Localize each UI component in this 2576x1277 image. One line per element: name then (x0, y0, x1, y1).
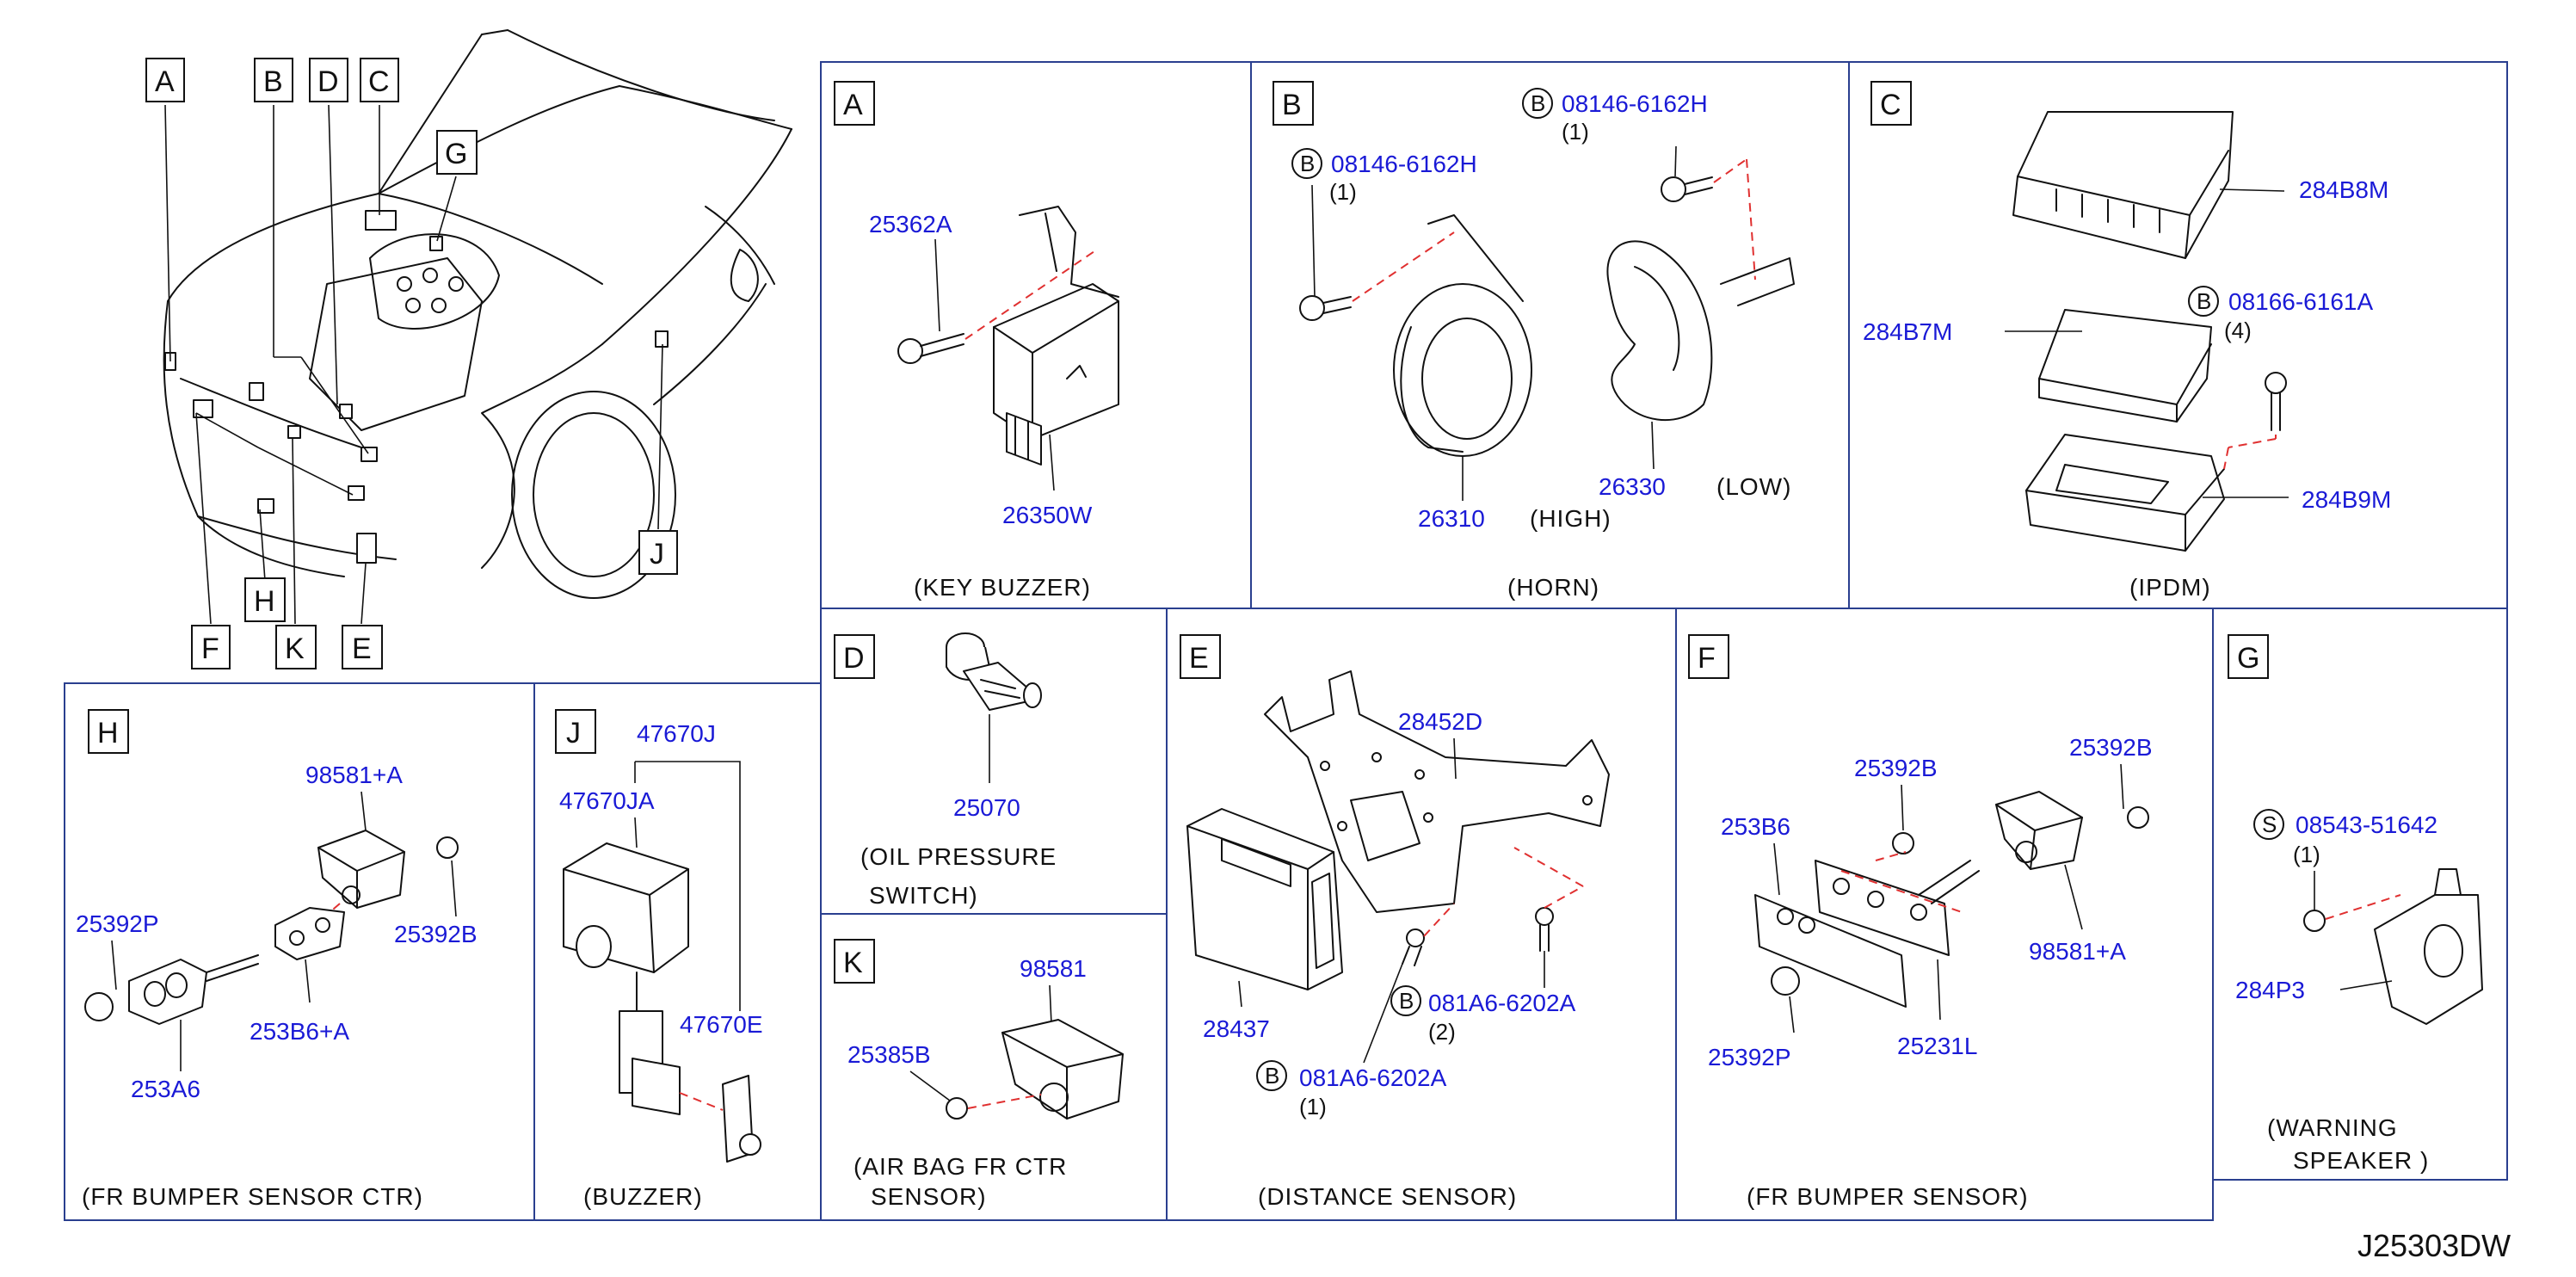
part-25392b-right: 25392B (2069, 734, 2153, 761)
distance-bolt-1-symbol: B (1399, 988, 1414, 1014)
horn-low-label: (LOW) (1716, 473, 1791, 500)
part-25231l: 25231L (1897, 1033, 1977, 1059)
caption-air-bag-1: (AIR BAG FR CTR (854, 1153, 1067, 1180)
ipdm-bolt-qty: (4) (2224, 318, 2252, 343)
horn-bolt-left-qty: (1) (1329, 179, 1357, 205)
part-08543-51642: 08543-51642 (2296, 811, 2437, 838)
part-284p3: 284P3 (2235, 977, 2305, 1003)
horn-bolt-left-symbol: B (1300, 151, 1315, 176)
panel-h: H 98581+A 25392B 25392P 253A6 253B6+A (F… (76, 709, 478, 1210)
panel-frames (64, 61, 2508, 1221)
speaker-bolt-qty: (1) (2293, 842, 2320, 867)
overview-callout-d: D (317, 65, 339, 98)
caption-fr-bumper-sensor-ctr: (FR BUMPER SENSOR CTR) (82, 1183, 423, 1210)
overview-callout-g: G (445, 138, 467, 170)
caption-air-bag-2: SENSOR) (871, 1183, 987, 1210)
overview-callouts: A B D C G F H K E J (145, 58, 678, 669)
caption-warning-speaker-2: SPEAKER ) (2293, 1147, 2429, 1174)
part-98581: 98581 (1020, 955, 1087, 982)
caption-distance-sensor: (DISTANCE SENSOR) (1258, 1183, 1517, 1210)
part-98581-a-h: 98581+A (305, 762, 403, 788)
caption-warning-speaker-1: (WARNING (2267, 1114, 2398, 1141)
panel-f-letter: F (1698, 642, 1716, 675)
part-25392b-left: 25392B (1854, 755, 1938, 781)
panel-b-letter: B (1282, 89, 1302, 121)
panel-c-letter: C (1880, 89, 1901, 121)
part-25392p-f: 25392P (1708, 1044, 1791, 1070)
part-25392p-h: 25392P (76, 910, 159, 937)
panel-h-letter: H (97, 717, 119, 750)
part-26310: 26310 (1418, 505, 1485, 532)
panel-g-letter: G (2237, 642, 2259, 675)
part-98581-a-f: 98581+A (2029, 938, 2126, 965)
part-25392b-h: 25392B (394, 921, 478, 947)
panel-j: J 47670J 47670JA 47670E (BUZZER) (555, 709, 763, 1210)
overview-callout-f: F (201, 632, 219, 665)
part-08146-6162h-right: 08146-6162H (1562, 90, 1708, 117)
part-25362a: 25362A (869, 211, 952, 238)
caption-fr-bumper-sensor: (FR BUMPER SENSOR) (1747, 1183, 2029, 1210)
part-47670ja: 47670JA (559, 787, 655, 814)
panel-a: A 25362A 26350W (KEY BUZZER) (834, 81, 1119, 601)
part-26350w: 26350W (1002, 502, 1093, 528)
distance-bolt-2-qty: (1) (1299, 1094, 1327, 1120)
caption-oil-pressure-1: (OIL PRESSURE (860, 843, 1057, 870)
panel-f: F 25392B 25392B 253B6 98581+A 25392P 252… (1688, 634, 2153, 1210)
overview-callout-a: A (155, 65, 175, 98)
part-47670j: 47670J (637, 720, 716, 747)
part-284b8m: 284B8M (2299, 176, 2388, 203)
caption-horn: (HORN) (1507, 574, 1599, 601)
part-253b6: 253B6 (1721, 813, 1790, 840)
part-081a6-6202a-2: 081A6-6202A (1299, 1064, 1447, 1091)
overview-callout-e: E (352, 632, 372, 665)
caption-buzzer: (BUZZER) (583, 1183, 703, 1210)
part-081a6-6202a-1: 081A6-6202A (1428, 990, 1576, 1016)
horn-bolt-right-symbol: B (1531, 90, 1545, 116)
panel-k: K 98581 25385B (AIR BAG FR CTR SENSOR) (834, 939, 1124, 1210)
part-25070: 25070 (953, 794, 1020, 821)
distance-bolt-1-qty: (2) (1428, 1019, 1456, 1045)
part-253a6: 253A6 (131, 1076, 200, 1102)
part-253b6-a: 253B6+A (250, 1018, 349, 1045)
panel-g: G S 08543-51642 (1) 284P3 (WARNING SPEAK… (2228, 634, 2483, 1174)
part-28452d: 28452D (1398, 708, 1482, 735)
part-08146-6162h-left: 08146-6162H (1331, 151, 1477, 177)
distance-bolt-2-symbol: B (1265, 1063, 1279, 1089)
part-26330: 26330 (1599, 473, 1666, 500)
overview-callout-j: J (650, 538, 664, 571)
panel-j-letter: J (566, 717, 581, 750)
panel-b: B B 08146-6162H (1) B 08146-6162H (1) 26… (1273, 81, 1795, 601)
overview-callout-h: H (254, 585, 275, 618)
horn-high-label: (HIGH) (1530, 505, 1612, 532)
speaker-bolt-symbol: S (2262, 811, 2277, 837)
part-08166-6161a: 08166-6161A (2228, 288, 2373, 315)
panel-d: D 25070 (OIL PRESSURE SWITCH) (834, 632, 1057, 909)
diagram-code: J25303DW (2357, 1228, 2511, 1263)
overview-callout-c: C (368, 65, 390, 98)
part-25385b: 25385B (847, 1041, 931, 1068)
overview-callout-b: B (263, 65, 283, 98)
caption-ipdm: (IPDM) (2129, 574, 2211, 601)
horn-bolt-right-qty: (1) (1562, 119, 1589, 145)
part-284b9m: 284B9M (2302, 486, 2391, 513)
overview-callout-k: K (285, 632, 305, 665)
panel-k-letter: K (843, 947, 863, 979)
panel-d-letter: D (843, 642, 865, 675)
part-28437: 28437 (1203, 1015, 1270, 1042)
vehicle-overview (163, 29, 792, 599)
caption-oil-pressure-2: SWITCH) (869, 882, 978, 909)
part-284b7m: 284B7M (1863, 318, 1952, 345)
panel-e-letter: E (1189, 642, 1209, 675)
panel-a-letter: A (843, 89, 863, 121)
ipdm-bolt-symbol: B (2197, 288, 2211, 314)
caption-key-buzzer: (KEY BUZZER) (914, 574, 1091, 601)
panel-c: C 284B8M 284B7M 284B9M B 08166-6161A (4)… (1863, 81, 2391, 601)
part-47670e: 47670E (680, 1011, 763, 1038)
panel-e: E 28452D 28437 B 081A6-6202A (2) B 081A6… (1180, 634, 1610, 1210)
